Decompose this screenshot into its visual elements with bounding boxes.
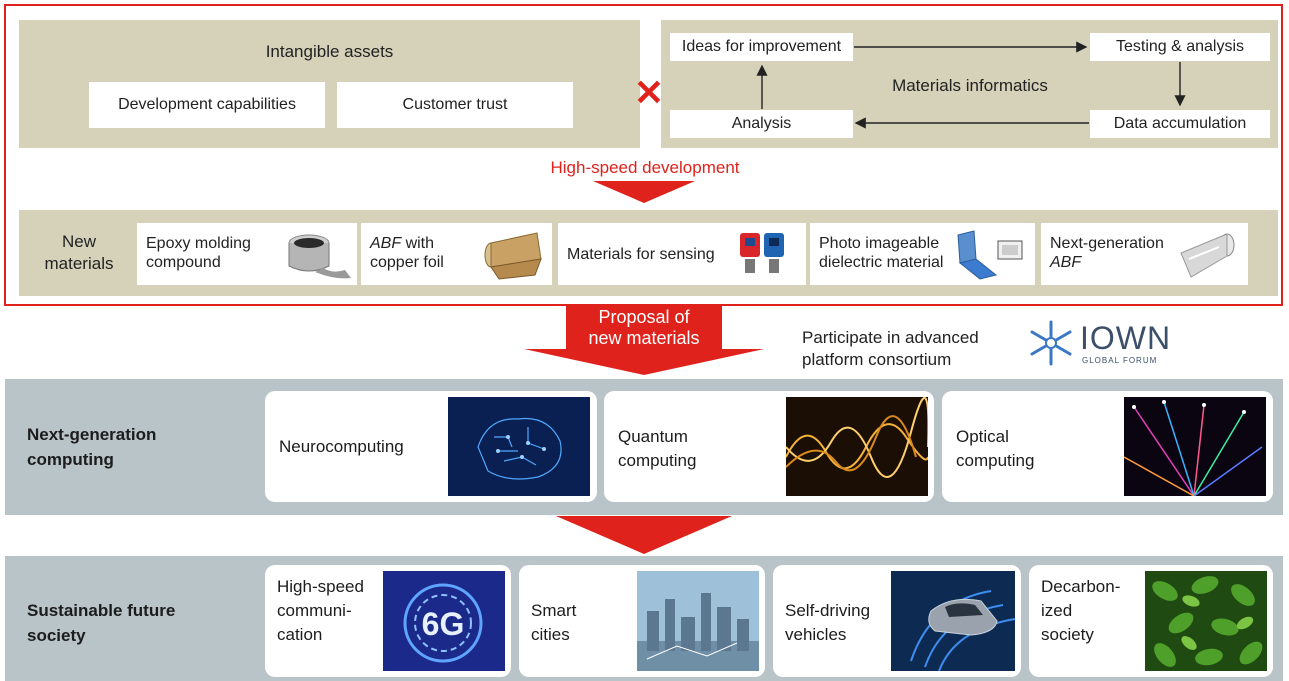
high-speed-development-label: High-speed development: [550, 158, 740, 177]
card-label: Quantum computing: [618, 427, 697, 470]
testing-analysis-box: Testing & analysis: [1090, 33, 1270, 61]
informatics-cycle-arrows: [756, 41, 1186, 129]
card-optical-computing: Optical computing: [942, 391, 1273, 502]
material-label: Materials for sensing: [567, 246, 715, 263]
material-epoxy-molding: Epoxy molding compound: [137, 223, 357, 285]
card-label: Optical computing: [956, 427, 1035, 470]
card-label: Decarbon- ized society: [1041, 577, 1121, 644]
iown-logo-subtext: GLOBAL FORUM: [1082, 356, 1158, 365]
card-label: Self-driving vehicles: [785, 601, 871, 644]
copper-foil-icon: [484, 232, 542, 280]
card-quantum-computing: Quantum computing: [604, 391, 934, 502]
proposal-down-arrow-icon: [524, 305, 764, 375]
6g-label: 6G: [422, 606, 465, 642]
material-next-gen-abf: Next-generation ABF: [1041, 223, 1248, 285]
participate-text: Participate in advanced platform consort…: [802, 328, 979, 369]
material-label: ABF with copper foil: [370, 235, 444, 271]
leaves-image: [1145, 571, 1267, 671]
film-roll-icon: [1180, 233, 1235, 278]
next-gen-computing-label: Next-generation computing: [27, 425, 157, 469]
card-neurocomputing: Neurocomputing: [265, 391, 597, 502]
card-high-speed-communication: High-speed communi- cation 6G: [265, 565, 511, 677]
card-decarbonized-society: Decarbon- ized society: [1029, 565, 1273, 677]
material-label: Photo imageable dielectric material: [819, 235, 944, 271]
circuit-brain-image: [448, 397, 590, 496]
down-arrow-small-icon: [593, 181, 695, 203]
material-abf-copper: ABF with copper foil: [361, 223, 552, 285]
paint-can-icon: [288, 234, 351, 279]
analysis-box: Analysis: [670, 110, 853, 138]
sensor-chip-icon: [740, 233, 784, 273]
fiber-optics-image: [1124, 397, 1266, 496]
iown-snowflake-icon: [1030, 320, 1072, 366]
proposal-label: Proposal of new materials: [588, 307, 700, 348]
card-label: Smart cities: [531, 601, 577, 644]
material-label: Epoxy molding compound: [146, 235, 251, 271]
material-photo-imageable: Photo imageable dielectric material: [810, 223, 1035, 285]
down-arrow-icon: [556, 516, 732, 554]
customer-trust-box: Customer trust: [337, 82, 573, 128]
car-image: [891, 571, 1015, 671]
card-label: High-speed communi- cation: [277, 577, 364, 644]
city-image: [637, 571, 759, 671]
material-sensing: Materials for sensing: [558, 223, 806, 285]
iown-logo-text: IOWN: [1080, 320, 1172, 356]
data-accumulation-box: Data accumulation: [1090, 110, 1270, 138]
film-icon: [957, 230, 1023, 280]
materials-informatics-title: Materials informatics: [892, 76, 1048, 95]
cross-icon: ✕: [633, 72, 665, 113]
sustainable-society-label: Sustainable future society: [27, 601, 176, 645]
card-label: Neurocomputing: [279, 437, 404, 456]
ideas-for-improvement-box: Ideas for improvement: [670, 33, 853, 61]
card-self-driving-vehicles: Self-driving vehicles: [773, 565, 1021, 677]
new-materials-label: New materials: [44, 232, 114, 273]
development-capabilities-box: Development capabilities: [89, 82, 325, 128]
intangible-assets-title: Intangible assets: [265, 42, 394, 61]
material-label: Next-generation ABF: [1050, 235, 1164, 271]
card-smart-cities: Smart cities: [519, 565, 765, 677]
6g-image: 6G: [383, 571, 505, 671]
wave-image: [786, 397, 928, 496]
